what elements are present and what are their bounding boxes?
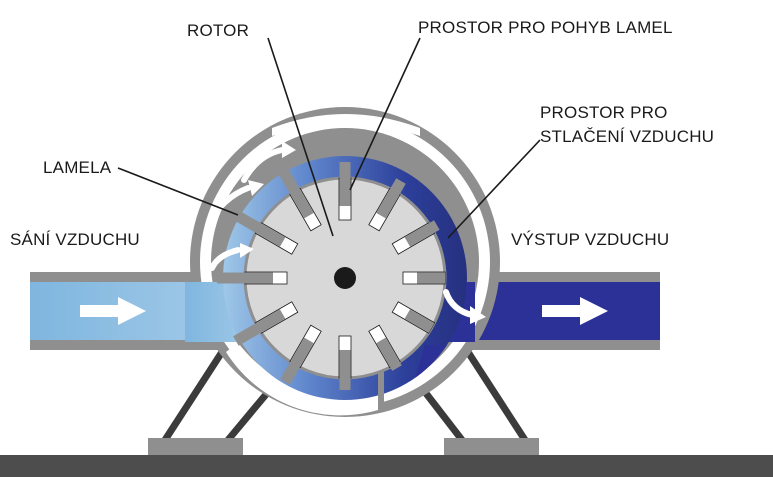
vane <box>233 210 286 247</box>
rotor-shaft <box>334 267 356 289</box>
vane <box>280 337 314 385</box>
support-legs <box>160 347 530 445</box>
left-foot <box>148 438 243 455</box>
vane <box>339 350 351 390</box>
label-compression-1: PROSTOR PRO <box>540 103 668 122</box>
arrow-right-icon <box>240 243 254 258</box>
vane <box>417 272 445 284</box>
intake-flow-arrow <box>80 297 146 325</box>
arrow-right-icon <box>282 141 296 158</box>
outlet-flow-arrow <box>542 297 608 325</box>
right-foot <box>444 438 539 455</box>
vane <box>339 162 351 206</box>
label-vane: LAMELA <box>43 158 112 177</box>
vanes <box>217 162 446 390</box>
label-rotor: ROTOR <box>187 21 249 40</box>
curved-flow-arrows <box>205 147 475 318</box>
vane <box>279 169 314 219</box>
vane <box>376 337 402 371</box>
label-intake: SÁNÍ VZDUCHU <box>10 230 140 249</box>
label-outlet: VÝSTUP VZDUCHU <box>511 230 669 249</box>
arrow-right-icon <box>470 306 486 324</box>
label-vane-space: PROSTOR PRO POHYB LAMEL <box>418 18 673 37</box>
vane <box>404 220 440 247</box>
vane <box>376 178 406 219</box>
leader-lines <box>117 37 541 239</box>
arrow-right-icon <box>248 180 264 196</box>
label-compression-2: STLAČENÍ VZDUCHU <box>540 127 714 146</box>
vane <box>233 309 286 346</box>
vane <box>217 272 273 284</box>
ground-bar <box>0 455 773 477</box>
vane <box>404 309 435 333</box>
